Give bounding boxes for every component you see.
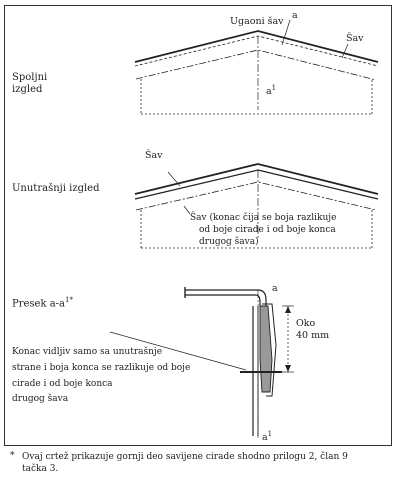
section-title-text: Presek a-a bbox=[12, 298, 66, 310]
leader-seam-middle bbox=[167, 171, 181, 187]
exterior-view-drawing bbox=[134, 19, 379, 115]
seam-label-middle: Šav bbox=[145, 150, 163, 161]
dimension-line1: Oko bbox=[296, 318, 316, 329]
section-title: Presek a-a1* bbox=[12, 294, 73, 310]
footnote-line1: Ovaj crtež prikazuje gornji deo savijene… bbox=[22, 452, 348, 462]
a1-bottom-sup: 1 bbox=[267, 430, 273, 438]
seam-note-line2: od boje cirade i od boje konca bbox=[199, 225, 336, 235]
dimension-arrow-bottom bbox=[285, 365, 291, 372]
a1-top-letter: a bbox=[266, 86, 272, 98]
section-mark-a1-bottom: a1 bbox=[262, 428, 272, 444]
section-mark-a-top: a bbox=[292, 10, 298, 21]
interior-view-label: Unutrašnji izgled bbox=[12, 183, 100, 194]
a1-top-sup: 1 bbox=[271, 84, 277, 92]
seam-note-line3: drugog šava) bbox=[199, 237, 259, 247]
section-bend bbox=[257, 289, 267, 306]
interior-roof-outer bbox=[134, 163, 379, 195]
dimension-line2: 40 mm bbox=[296, 330, 330, 341]
section-mark-a1-top: a1 bbox=[266, 82, 276, 98]
thread-note-line3: cirade i od boje konca bbox=[12, 379, 113, 389]
section-title-sup: 1* bbox=[65, 296, 73, 304]
section-drawing bbox=[109, 287, 294, 440]
footnote-marker: * bbox=[10, 451, 15, 461]
exterior-label-line1: Spoljni bbox=[12, 72, 48, 83]
thread-note-line2: strane i boja konca se razlikuje od boje bbox=[12, 363, 191, 373]
leader-seam-note bbox=[183, 205, 191, 215]
thread-note-line4: drugog šava bbox=[12, 394, 69, 404]
seam-note-line1: Šav (konac čija se boja razlikuje bbox=[190, 213, 337, 223]
interior-view-drawing bbox=[134, 163, 379, 249]
dimension-arrow-top bbox=[285, 306, 291, 313]
section-fold-strip bbox=[259, 305, 273, 393]
leader-a-top bbox=[281, 19, 291, 46]
interior-roof-dashdot bbox=[135, 181, 377, 211]
leader-thread-note bbox=[109, 331, 247, 371]
seam-label-top: Šav bbox=[346, 33, 364, 44]
exterior-roof-seam bbox=[134, 35, 379, 67]
footnote-line2: tačka 3. bbox=[22, 464, 59, 474]
exterior-roof-outer bbox=[134, 30, 379, 63]
thread-note-line1: Konac vidljiv samo sa unutrašnje bbox=[12, 347, 163, 357]
a1-bottom-letter: a bbox=[262, 432, 268, 444]
section-flap bbox=[262, 303, 277, 397]
section-mark-a: a bbox=[272, 283, 278, 294]
corner-seam-label: Ugaoni šav bbox=[230, 16, 284, 27]
exterior-label-line2: izgled bbox=[12, 84, 43, 95]
figure-frame bbox=[4, 5, 392, 446]
section-bend-inner bbox=[255, 294, 261, 306]
exterior-roof-lower-dashdot bbox=[135, 49, 377, 81]
leader-seam-top bbox=[341, 43, 349, 59]
